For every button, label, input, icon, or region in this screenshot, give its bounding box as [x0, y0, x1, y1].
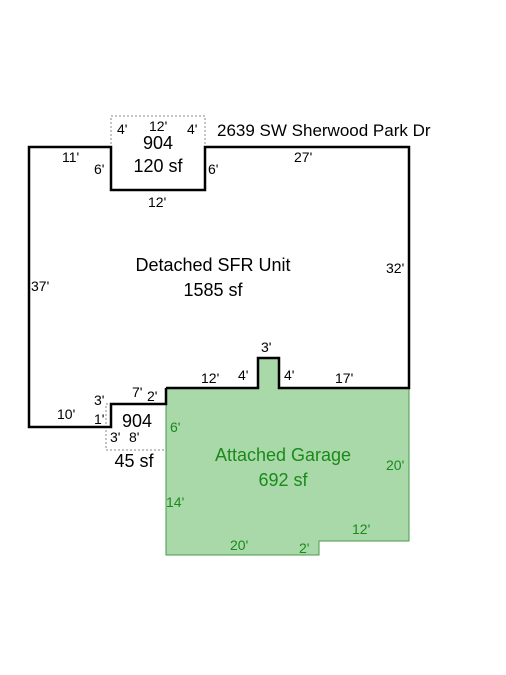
dim-top-left: 11' — [62, 149, 79, 165]
dim-notch-top-right: 6' — [208, 161, 218, 177]
dim-step-2: 2' — [147, 388, 157, 404]
main-unit-outline — [27, 145, 411, 429]
garage-name: Attached Garage — [215, 445, 351, 465]
dim-garage-bottom-2: 2' — [299, 540, 309, 556]
dim-garage-bottom-20: 20' — [230, 537, 248, 553]
dim-bump-left: 4' — [238, 367, 248, 383]
area-904-bottom-area: 45 sf — [114, 451, 154, 471]
dim-notch-top-bottom: 12' — [148, 194, 166, 210]
area-904-top-code: 904 — [143, 133, 173, 153]
dim-box-top-right: 4' — [187, 121, 197, 137]
area-904-top-area: 120 sf — [133, 156, 183, 176]
dim-box-top-left: 4' — [117, 121, 127, 137]
address-label: 2639 SW Sherwood Park Dr — [217, 121, 431, 140]
dim-garage-top-12: 12' — [201, 370, 219, 386]
dim-left: 37' — [31, 278, 49, 294]
main-unit-name: Detached SFR Unit — [135, 255, 290, 275]
dim-bottom-left: 10' — [57, 406, 75, 422]
dim-box-bottom-3: 3' — [110, 429, 120, 445]
dim-bump-right: 4' — [284, 367, 294, 383]
dim-garage-bottom-12: 12' — [352, 521, 370, 537]
dim-notch-top-left: 6' — [94, 161, 104, 177]
dim-step-1: 1' — [94, 411, 104, 427]
main-unit-area: 1585 sf — [183, 280, 243, 300]
dim-garage-left-6: 6' — [170, 419, 180, 435]
dim-right: 32' — [386, 260, 404, 276]
dim-step-3: 3' — [94, 392, 104, 408]
dim-garage-top-17: 17' — [335, 370, 353, 386]
dim-box-bottom-8: 8' — [129, 429, 139, 445]
dim-step-7: 7' — [132, 384, 142, 400]
dim-top-right: 27' — [294, 149, 312, 165]
area-904-bottom-code: 904 — [122, 411, 152, 431]
garage-area: 692 sf — [258, 470, 308, 490]
dim-bump-top: 3' — [261, 339, 271, 355]
dim-garage-right: 20' — [386, 457, 404, 473]
dim-garage-left-14: 14' — [166, 494, 184, 510]
dim-box-top-mid: 12' — [149, 118, 167, 134]
